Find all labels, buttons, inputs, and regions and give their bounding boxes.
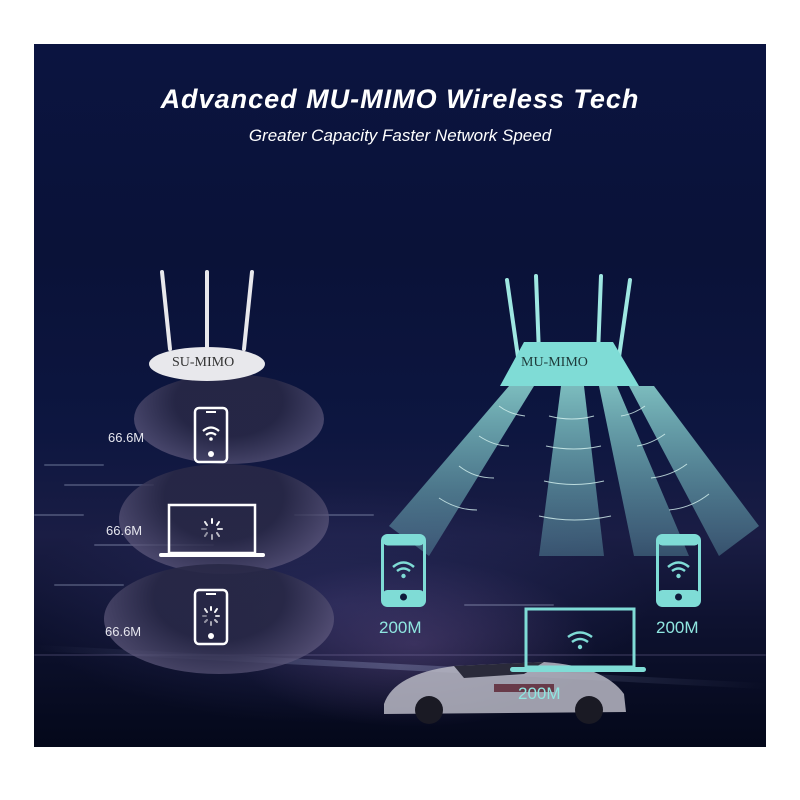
mu-phone-1 [381,534,426,607]
su-mimo-router [149,270,265,381]
su-mimo-router-label: SU-MIMO [172,355,235,370]
light-streak [34,654,766,656]
beam-2 [539,386,604,556]
light-streak [64,484,154,486]
wifi-icon [567,631,593,644]
su-phone-1 [193,406,229,464]
antenna-icon [160,270,254,351]
wifi-icon [202,426,220,436]
su-laptop [159,503,265,557]
su-phone-2 [193,588,229,646]
loading-spinner-icon [201,518,223,540]
antenna-icon [505,274,632,366]
su-speed-label: 66.6M [105,624,142,639]
mu-phone-2 [656,534,701,607]
beam-3 [599,386,689,556]
page-subtitle: Greater Capacity Faster Network Speed [248,126,552,145]
mu-speed-label: 200M [518,684,561,703]
light-streak [294,514,374,516]
mu-speed-label: 200M [379,618,422,637]
mu-mimo-router [500,274,639,386]
light-streak [44,464,104,466]
wifi-icon [667,561,690,573]
sports-car-image [384,662,626,724]
beam-1 [389,386,534,556]
signal-glow [134,374,324,464]
signal-glow [104,564,334,674]
beam-4 [629,386,759,556]
loading-spinner-icon [202,606,220,626]
su-speed-label: 66.6M [106,523,143,538]
light-streak [34,514,84,516]
su-speed-label: 66.6M [108,430,145,445]
light-streak [464,604,554,606]
light-streak [54,584,124,586]
mu-mimo-promo-banner: Advanced MU-MIMO Wireless Tech Greater C… [34,44,766,747]
mu-mimo-router-label: MU-MIMO [521,355,588,370]
mu-speed-label: 200M [656,618,699,637]
signal-beams [389,386,759,556]
mu-laptop [510,607,646,672]
page-title: Advanced MU-MIMO Wireless Tech [160,84,640,114]
wifi-icon [392,561,415,573]
